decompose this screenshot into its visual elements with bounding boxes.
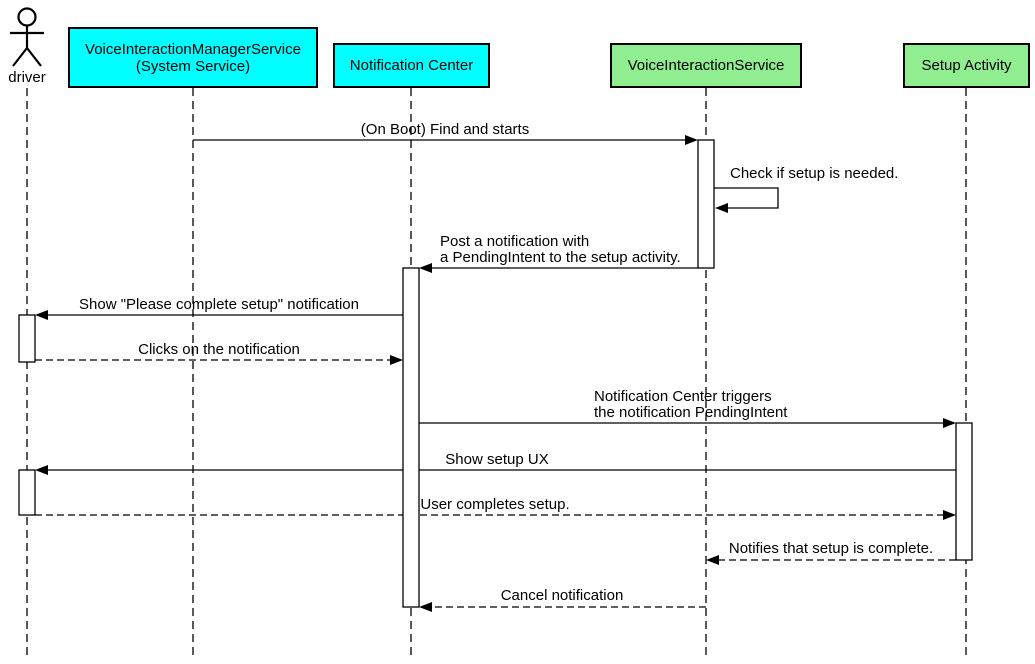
actor-label-driver: driver [8,69,46,86]
message-arrow-show-setup-notification [35,310,403,320]
participant-voice-interaction-manager-service: VoiceInteractionManagerService (System S… [68,27,318,88]
message-arrow-triggers-pending-intent [419,418,956,428]
message-arrow-show-setup-ux [35,465,956,475]
activation-bars [18,139,973,608]
message-label-post-notification: Post a notification with a PendingIntent… [440,233,681,266]
message-arrow-check-if-setup-needed [714,187,779,213]
message-arrow-on-boot-find-and-starts [193,135,698,145]
activation-bar-voice-interaction-service [697,139,715,269]
message-label-show-setup-ux: Show setup UX [445,451,549,468]
activation-bar-notification-center [402,267,420,608]
message-label-triggers-pending-intent: Notification Center triggers the notific… [594,388,788,421]
participant-notification-center: Notification Center [333,43,490,88]
message-label-show-setup-notification: Show "Please complete setup" notificatio… [79,296,359,313]
message-label-cancel-notification: Cancel notification [500,587,624,604]
message-label-clicks-notification: Clicks on the notification [138,341,300,358]
message-label-user-completes-setup: User completes setup. [420,496,570,513]
message-label-notifies-setup-complete: Notifies that setup is complete. [728,540,934,557]
message-arrow-cancel-notification [419,602,706,612]
activation-bar-driver-1 [18,314,36,363]
activation-bar-setup-activity [955,422,973,561]
participant-setup-activity: Setup Activity [903,43,1030,88]
message-arrows [35,135,956,612]
message-arrow-post-notification [419,263,698,273]
message-arrow-user-completes-setup [35,510,956,520]
message-arrow-notifies-setup-complete [706,555,956,565]
message-arrow-clicks-notification [35,355,403,365]
actor-figure-icon [10,7,44,67]
message-label-check-if-setup-needed: Check if setup is needed. [730,165,899,182]
message-label-on-boot-find-and-starts: (On Boot) Find and starts [360,121,530,138]
participant-voice-interaction-service: VoiceInteractionService [610,43,802,88]
activation-bar-driver-2 [18,469,36,516]
